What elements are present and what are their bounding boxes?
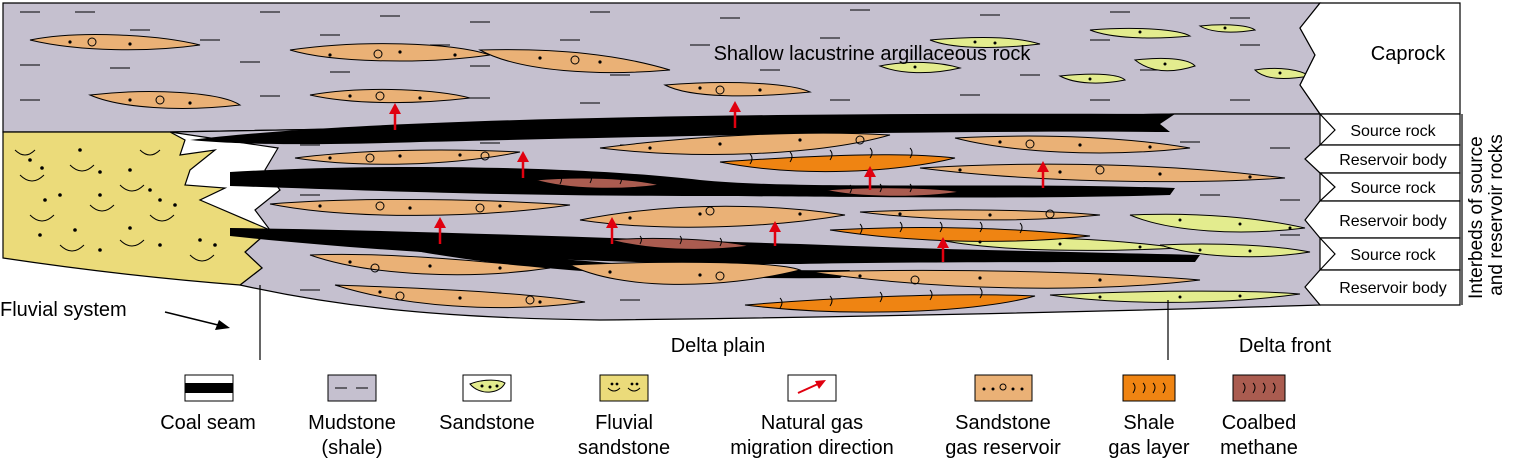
legend-label-sand_gas: Sandstone gas reservoir — [945, 412, 1061, 459]
legend-swatch-sandstone — [462, 374, 512, 402]
legend-label-migration: Natural gas migration direction — [730, 412, 893, 459]
legend-swatch-migration — [787, 374, 837, 402]
zone-boxes — [1299, 2, 1461, 306]
legend-label-line: methane — [1220, 437, 1298, 459]
fluvial-system-label: Fluvial system — [0, 299, 127, 321]
delta-front-label: Delta front — [1239, 335, 1332, 357]
shale-gas-layers — [719, 154, 1091, 313]
interbeds-label: Interbeds of source and reservoir rocks — [1466, 131, 1507, 299]
zone-row-label: Source rock — [1350, 180, 1436, 197]
fluvial-texture — [14, 149, 215, 262]
legend-swatch-fluvial — [599, 374, 649, 402]
legend-label-line: Sandstone — [955, 412, 1051, 434]
legend-label-line: Mudstone — [308, 412, 396, 434]
legend-label-shale_gas: Shale gas layer — [1108, 412, 1189, 459]
legend-labels: Coal seam Mudstone (shale) Sandstone Fluvial… — [160, 412, 1298, 459]
zone-row-label: Reservoir body — [1339, 213, 1447, 230]
legend-swatch-coal — [184, 374, 234, 402]
legend-label-line: Sandstone — [439, 412, 535, 434]
migration-arrows — [389, 101, 1049, 262]
legend-label-mudstone: Mudstone (shale) — [308, 412, 396, 459]
sandstone-dots — [913, 26, 1292, 299]
caprock-label: Caprock — [1371, 43, 1446, 65]
legend-label-line: Coalbed — [1222, 412, 1297, 434]
zone-row-label: Source rock — [1350, 123, 1436, 140]
legend-swatch-cbm — [1232, 374, 1286, 402]
fluvial-system-arrow — [164, 311, 230, 330]
legend-label-line: sandstone — [578, 437, 670, 459]
legend-label-line: Fluvial — [595, 412, 653, 434]
legend-swatch-shale-gas — [1122, 374, 1176, 402]
legend-label-line: gas layer — [1108, 437, 1189, 459]
legend-label-cbm: Coalbed methane — [1220, 412, 1298, 459]
zone-row-label: Reservoir body — [1339, 152, 1447, 169]
title-label: Shallow lacustrine argillaceous rock — [714, 43, 1032, 65]
legend-label-line: (shale) — [321, 437, 382, 459]
legend-swatch-sand-gas — [974, 374, 1033, 402]
legend: Coal seam Mudstone (shale) Sandstone Fluvial… — [160, 374, 1298, 459]
legend-label-line: Natural gas — [761, 412, 863, 434]
delta-plain-label: Delta plain — [671, 335, 766, 357]
zone-row-label: Source rock — [1350, 247, 1436, 264]
legend-label-fluvial: Fluvial sandstone — [578, 412, 670, 459]
legend-label-line: Coal seam — [160, 412, 256, 434]
legend-label-line: Shale — [1123, 412, 1174, 434]
legend-label-coal: Coal seam — [160, 412, 256, 434]
fluvial-dots — [28, 148, 217, 252]
interbeds-line-1: Interbeds of source — [1466, 136, 1487, 299]
legend-label-line: gas reservoir — [945, 437, 1061, 459]
legend-swatch-mudstone — [327, 374, 377, 402]
fluvial-sandstone-body — [2, 131, 272, 286]
interbeds-line-2: and reservoir rocks — [1486, 134, 1507, 296]
legend-label-line: migration direction — [730, 437, 893, 459]
reservoir-dots — [68, 40, 1252, 304]
zone-row-label: Reservoir body — [1339, 280, 1447, 297]
gas-symbols — [87, 37, 1105, 309]
legend-label-sandstone: Sandstone — [439, 412, 535, 434]
